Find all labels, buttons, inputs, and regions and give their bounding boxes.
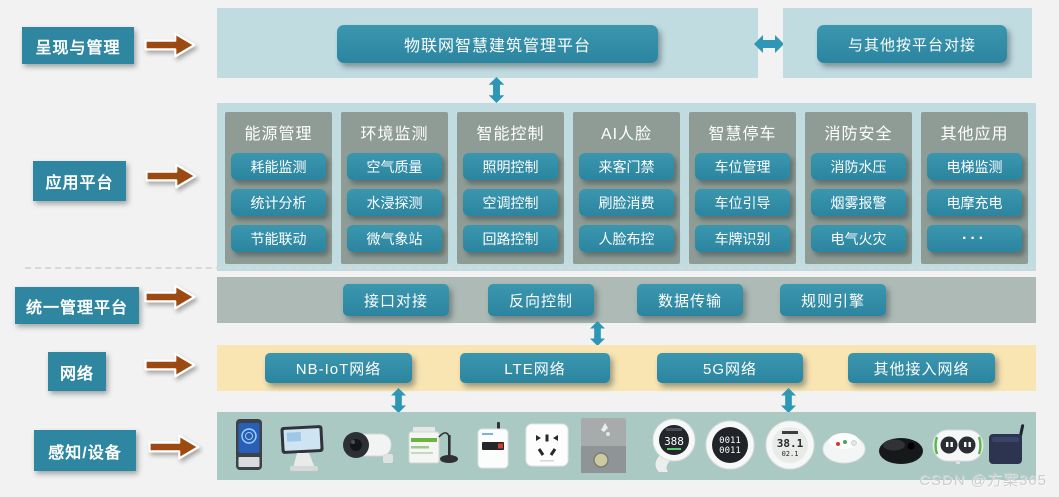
air-quality-monitor-icon: 388 <box>643 416 699 474</box>
column-title: AI人脸 <box>600 126 653 143</box>
pos-terminal-icon <box>279 424 327 472</box>
app-item: 人脸布控 <box>579 225 674 252</box>
external-platform-button: 与其他按平台对接 <box>817 25 1007 63</box>
app-item: 车位引导 <box>695 189 790 216</box>
side-label-text: 呈现与管理 <box>35 39 121 57</box>
right-arrow-icon <box>143 351 197 379</box>
app-column-others: 其他应用 电梯监测 电摩充电 ··· <box>921 112 1028 264</box>
charging-station-icon <box>931 427 985 465</box>
right-arrow-icon <box>143 283 197 311</box>
app-item: 电气火灾 <box>811 225 906 252</box>
app-item: 水浸探测 <box>347 189 442 216</box>
column-title: 智慧停车 <box>708 126 777 143</box>
right-arrow-icon <box>144 162 198 190</box>
vertical-double-arrow-icon <box>588 321 607 346</box>
csdn-watermark: CSDN @方案365 <box>919 472 1047 489</box>
app-column-environment: 环境监测 空气质量 水浸探测 微气象站 <box>341 112 448 264</box>
app-item: 空气质量 <box>347 153 442 180</box>
app-item: 车位管理 <box>695 153 790 180</box>
face-recognition-terminal-icon <box>235 418 263 471</box>
water-leak-floor-photo <box>581 418 626 473</box>
column-title: 环境监测 <box>360 126 429 143</box>
app-column-fire-safety: 消防安全 消防水压 烟雾报警 电气火灾 <box>805 112 912 264</box>
app-item: 消防水压 <box>811 153 906 180</box>
side-label-text: 统一管理平台 <box>25 299 128 317</box>
network-button: 5G网络 <box>657 353 803 383</box>
side-label-text: 感知/设备 <box>48 444 122 462</box>
app-column-ai-face: AI人脸 来客门禁 刷脸消费 人脸布控 <box>573 112 680 264</box>
power-meter-with-antenna-icon <box>407 425 461 467</box>
app-column-energy: 能源管理 耗能监测 统计分析 节能联动 <box>225 112 332 264</box>
wall-socket-icon <box>524 422 570 468</box>
dome-sensor-icon <box>877 433 925 465</box>
unified-button: 反向控制 <box>488 284 594 316</box>
smoke-detector-icon <box>821 427 867 465</box>
network-button: 其他接入网络 <box>848 353 995 383</box>
unified-button: 接口对接 <box>343 284 449 316</box>
app-item: 烟雾报警 <box>811 189 906 216</box>
svg-text:388: 388 <box>664 435 684 448</box>
svg-text:0011: 0011 <box>719 436 741 446</box>
column-title: 消防安全 <box>824 126 893 143</box>
unified-button: 数据传输 <box>637 284 743 316</box>
gateway-box-icon <box>474 422 512 470</box>
horizontal-double-arrow-icon <box>754 34 784 54</box>
presentation-panel: 物联网智慧建筑管理平台 <box>217 8 758 78</box>
side-label-text: 网络 <box>59 365 94 383</box>
side-label-network: 网络 <box>48 352 106 391</box>
network-button: NB-IoT网络 <box>265 353 412 383</box>
main-platform-button: 物联网智慧建筑管理平台 <box>337 25 658 63</box>
app-item: 来客门禁 <box>579 153 674 180</box>
app-item: 刷脸消费 <box>579 189 674 216</box>
side-label-application: 应用平台 <box>33 161 126 201</box>
bullet-camera-icon <box>341 429 397 465</box>
app-item: 车牌识别 <box>695 225 790 252</box>
network-panel: NB-IoT网络 LTE网络 5G网络 其他接入网络 <box>217 345 1036 391</box>
column-title: 智能控制 <box>476 126 545 143</box>
svg-text:38.1: 38.1 <box>777 437 804 450</box>
side-label-devices: 感知/设备 <box>34 430 136 471</box>
column-title: 能源管理 <box>244 126 313 143</box>
iot-gateway-icon <box>987 423 1029 467</box>
round-lcd-sensor-icon: 0011 0011 <box>704 419 756 471</box>
app-column-parking: 智慧停车 车位管理 车位引导 车牌识别 <box>689 112 796 264</box>
app-item: 微气象站 <box>347 225 442 252</box>
svg-text:0011: 0011 <box>719 446 741 456</box>
app-item: 回路控制 <box>463 225 558 252</box>
external-platform-panel: 与其他按平台对接 <box>783 8 1032 78</box>
side-label-unified: 统一管理平台 <box>15 287 139 324</box>
right-arrow-icon <box>143 31 197 59</box>
application-panel: 能源管理 耗能监测 统计分析 节能联动 环境监测 空气质量 水浸探测 微气象站 … <box>217 103 1036 271</box>
vertical-double-arrow-icon <box>389 388 408 413</box>
app-item: 节能联动 <box>231 225 326 252</box>
dashed-separator <box>25 267 1035 269</box>
temp-humidity-sensor-icon: 38.1 02.1 <box>764 419 816 471</box>
app-item: 照明控制 <box>463 153 558 180</box>
app-item: 空调控制 <box>463 189 558 216</box>
app-item: 电摩充电 <box>927 189 1022 216</box>
vertical-double-arrow-icon <box>487 77 506 103</box>
unified-management-panel: 接口对接 反向控制 数据传输 规则引擎 <box>217 277 1036 323</box>
vertical-double-arrow-icon <box>779 388 798 413</box>
devices-panel: 388 0011 0011 38.1 02.1 <box>217 412 1036 480</box>
app-item: 统计分析 <box>231 189 326 216</box>
right-arrow-icon <box>147 433 201 461</box>
side-label-text: 应用平台 <box>45 175 114 192</box>
app-item: 电梯监测 <box>927 153 1022 180</box>
network-button: LTE网络 <box>460 353 610 383</box>
column-title: 其他应用 <box>940 126 1009 143</box>
svg-text:02.1: 02.1 <box>782 450 799 458</box>
app-item-more: ··· <box>927 225 1022 252</box>
app-item: 耗能监测 <box>231 153 326 180</box>
side-label-presentation: 呈现与管理 <box>22 27 134 64</box>
app-column-control: 智能控制 照明控制 空调控制 回路控制 <box>457 112 564 264</box>
unified-button: 规则引擎 <box>780 284 886 316</box>
